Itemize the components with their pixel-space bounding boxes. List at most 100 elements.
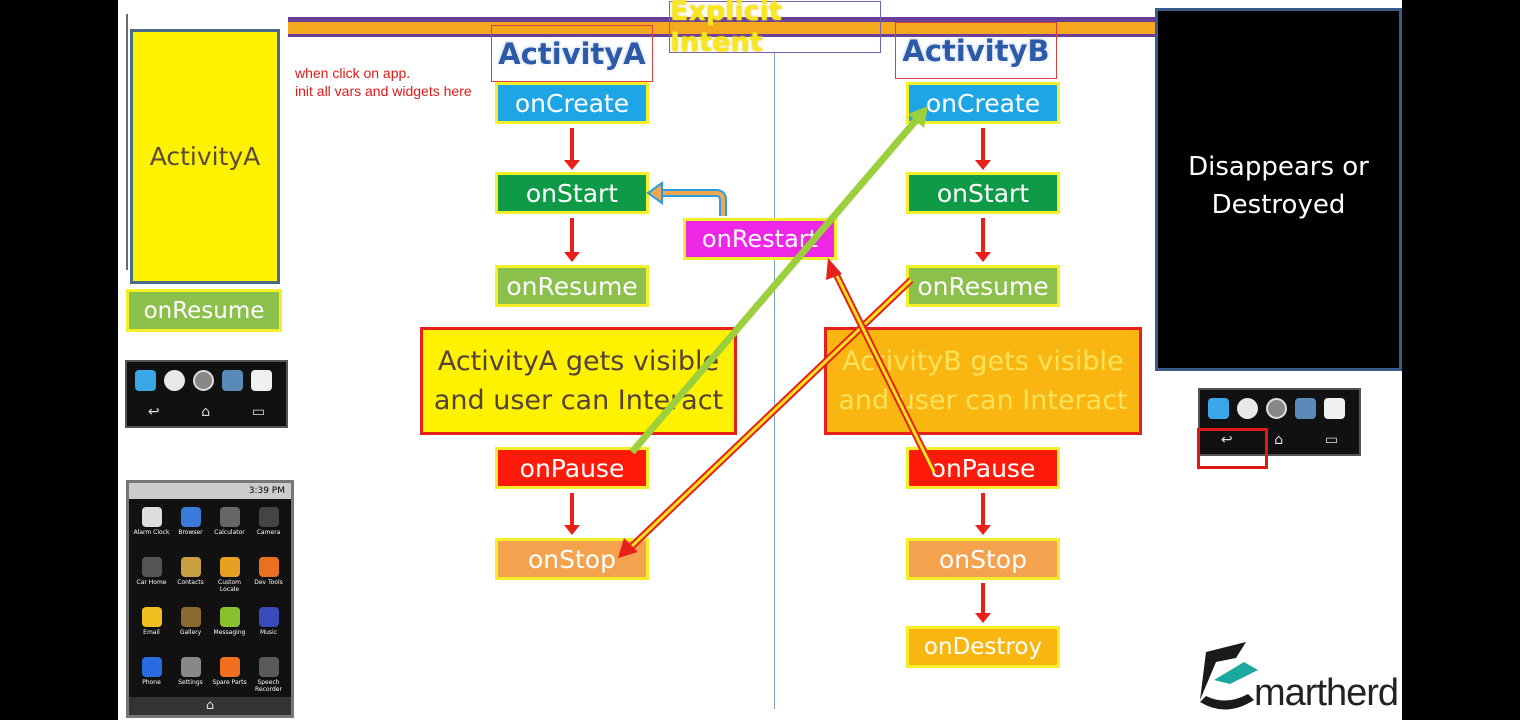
activity-a-visible-box: ActivityA gets visible and user can Inte… [420, 327, 737, 435]
activity-b-ondestroy: onDestroy [906, 626, 1060, 668]
left-screen-label: ActivityA [149, 142, 261, 171]
activity-b-visible-box: ActivityB gets visible and user can Inte… [824, 327, 1142, 435]
app-icon [219, 507, 240, 527]
market-icon[interactable] [1324, 398, 1345, 419]
phone-app-settings[interactable]: Settings [172, 657, 209, 697]
phone-app-phone[interactable]: Phone [133, 657, 170, 697]
phone-icon[interactable] [135, 370, 156, 391]
messaging-icon[interactable] [164, 370, 185, 391]
settings-icon[interactable] [222, 370, 243, 391]
logo-mark-icon [1200, 642, 1258, 710]
app-label: Contacts [177, 579, 204, 586]
phone-app-email[interactable]: Email [133, 607, 170, 647]
phone-app-custom-locale[interactable]: Custom Locale [211, 557, 248, 597]
app-icon [180, 557, 201, 577]
activity-b-oncreate: onCreate [906, 82, 1060, 124]
phone-app-car-home[interactable]: Car Home [133, 557, 170, 597]
app-icon [258, 507, 279, 527]
phone-app-browser[interactable]: Browser [172, 507, 209, 547]
phone-app-alarm-clock[interactable]: Alarm Clock [133, 507, 170, 547]
app-icon [141, 507, 162, 527]
app-icon [141, 557, 162, 577]
logo-text: martherd [1254, 672, 1399, 714]
activity-a-onstop: onStop [495, 538, 649, 580]
header-title: Explicit Intent [670, 0, 782, 58]
activity-a-onresume: onResume [495, 265, 649, 307]
activity-a-visible-line-2: and user can Interact [433, 385, 724, 416]
app-label: Dev Tools [254, 579, 283, 586]
app-label: Alarm Clock [133, 529, 170, 536]
app-label: Music [259, 629, 278, 636]
app-label: Custom Locale [218, 579, 241, 593]
app-label: Gallery [179, 629, 202, 636]
apps-icon[interactable] [193, 370, 214, 391]
activity-b-onstart: onStart [906, 172, 1060, 214]
activity-b-onpause: onPause [906, 447, 1060, 489]
phone-home-icon[interactable]: ⌂ [205, 698, 215, 713]
home-icon[interactable]: ⌂ [1274, 432, 1284, 448]
right-black-panel: Disappears or Destroyed [1155, 8, 1402, 371]
app-label: Car Home [136, 579, 167, 586]
header-band [288, 17, 1156, 22]
back-icon[interactable]: ↩ [147, 404, 160, 420]
app-icon [258, 607, 279, 627]
phone-app-contacts[interactable]: Contacts [172, 557, 209, 597]
phone-app-speech-recorder[interactable]: Speech Recorder [250, 657, 287, 697]
app-label: Phone [142, 679, 161, 686]
back-highlight-box [1197, 428, 1268, 469]
home-icon[interactable]: ⌂ [201, 404, 211, 420]
messaging-icon[interactable] [1237, 398, 1258, 419]
restart-to-start-arrow [658, 189, 727, 216]
right-home-dock: ↩ ⌂ ▭ [1198, 388, 1361, 456]
left-screen: ActivityA [130, 29, 280, 284]
recents-icon[interactable]: ▭ [251, 404, 266, 420]
phone-app-calculator[interactable]: Calculator [211, 507, 248, 547]
onrestart-box: onRestart [683, 218, 837, 260]
app-label: Settings [178, 679, 203, 686]
activity-a-onpause: onPause [495, 447, 649, 489]
phone-app-gallery[interactable]: Gallery [172, 607, 209, 647]
center-divider [774, 53, 775, 709]
app-label: Email [143, 629, 160, 636]
activity-b-onstop: onStop [906, 538, 1060, 580]
activity-b-title: ActivityB [895, 22, 1057, 79]
app-label: Camera [256, 529, 281, 536]
app-icon [219, 657, 240, 677]
activity-a-onstart: onStart [495, 172, 649, 214]
header-title-box: Explicit Intent [669, 0, 881, 58]
phone-icon[interactable] [1208, 398, 1229, 419]
activity-b-onresume: onResume [906, 265, 1060, 307]
app-label: Speech Recorder [255, 679, 282, 693]
phone-app-messaging[interactable]: Messaging [211, 607, 248, 647]
phone-app-music[interactable]: Music [250, 607, 287, 647]
market-icon[interactable] [251, 370, 272, 391]
phone-app-camera[interactable]: Camera [250, 507, 287, 547]
slide: Explicit Intent ActivityA ActivityB when… [118, 0, 1402, 720]
phone-app-dev-tools[interactable]: Dev Tools [250, 557, 287, 597]
app-label: Messaging [213, 629, 246, 636]
note-line-1: when click on app. [295, 65, 411, 81]
left-screen-edge [126, 14, 128, 270]
app-icon [219, 607, 240, 627]
app-icon [141, 657, 162, 677]
app-label: Spare Parts [212, 679, 247, 686]
back-icon[interactable]: ↩ [1220, 432, 1233, 448]
note-line-2: init all vars and widgets here [295, 83, 472, 99]
app-label: Calculator [214, 529, 245, 536]
app-icon [180, 507, 201, 527]
app-icon [180, 657, 201, 677]
recents-icon[interactable]: ▭ [1324, 432, 1339, 448]
activity-a-title: ActivityA [491, 25, 653, 82]
settings-icon[interactable] [1295, 398, 1316, 419]
activity-a-oncreate: onCreate [495, 82, 649, 124]
app-label: Browser [178, 529, 203, 536]
header-band-bottom [288, 34, 1156, 37]
activity-b-visible-line-2: and user can Interact [838, 385, 1128, 416]
note: when click on app. init all vars and wid… [295, 64, 472, 100]
apps-icon[interactable] [1266, 398, 1287, 419]
app-icon [180, 607, 201, 627]
app-icon [219, 557, 240, 577]
phone-app-spare-parts[interactable]: Spare Parts [211, 657, 248, 697]
